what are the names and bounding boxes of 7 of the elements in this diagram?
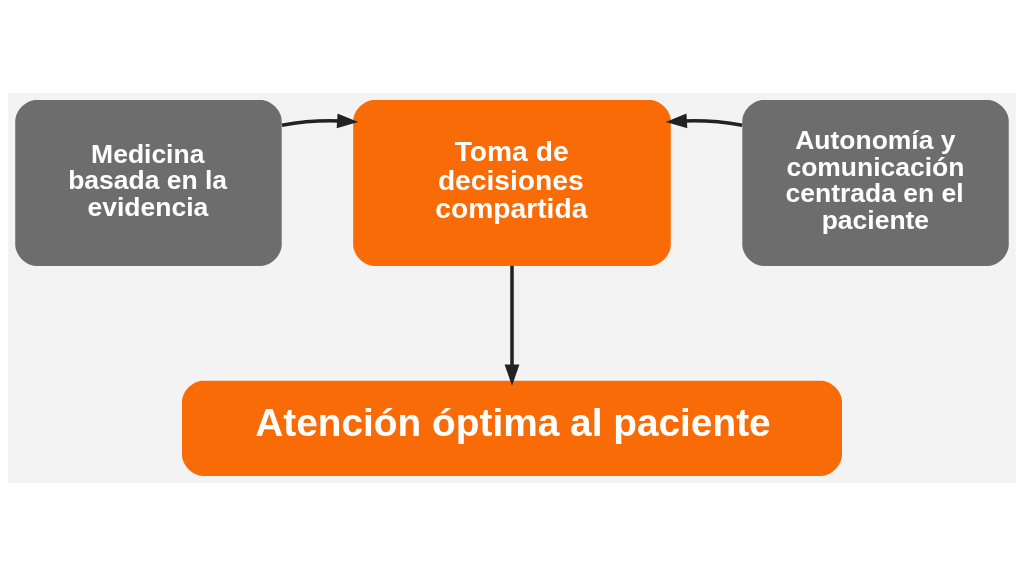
- node-box: Autonomía y comunicación centrada en el paciente: [742, 100, 1009, 266]
- node-box: Toma de decisiones compartida: [353, 100, 671, 266]
- node-box: Atención óptima al paciente: [182, 380, 842, 476]
- arrow: [281, 113, 359, 129]
- node-box: Medicina basada en la evidencia: [15, 100, 282, 266]
- arrow: [504, 265, 520, 386]
- arrow: [665, 113, 743, 129]
